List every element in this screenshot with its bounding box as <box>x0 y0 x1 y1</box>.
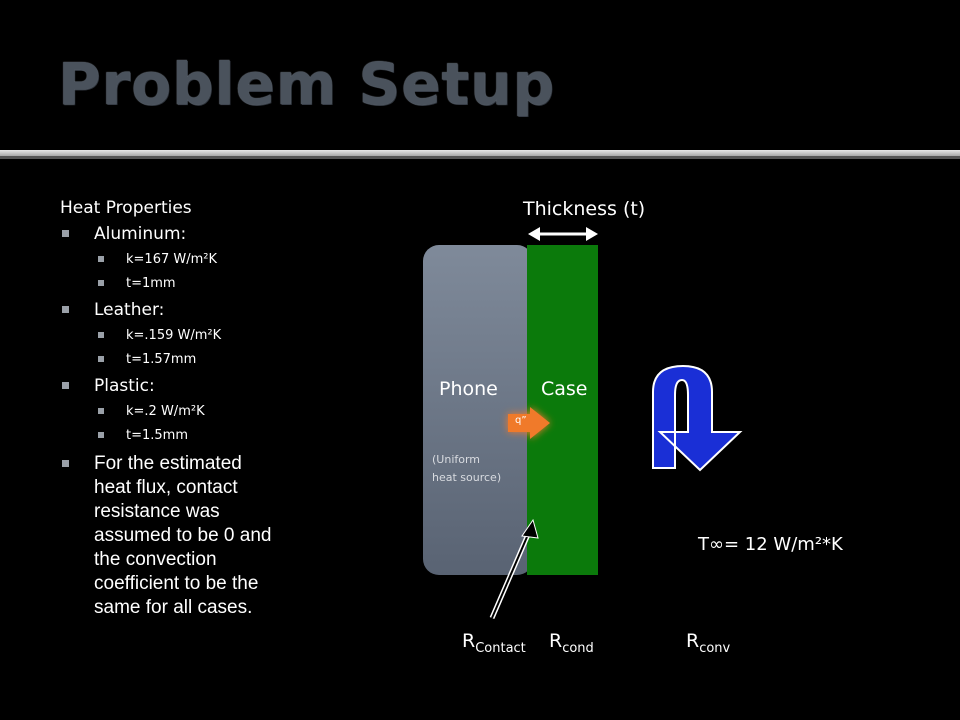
thickness-arrow-icon <box>528 227 598 241</box>
heat-source-label-2: heat source) <box>432 471 502 484</box>
heat-source-label-1: (Uniform <box>432 453 481 466</box>
case-block <box>527 245 598 575</box>
r-contact-label: RContact <box>462 630 526 656</box>
case-label: Case <box>541 378 588 400</box>
property-k: k=167 W/m²K <box>60 252 280 267</box>
bullet-icon <box>98 256 104 262</box>
property-k: k=.2 W/m²K <box>60 404 280 419</box>
property-value: k=.2 W/m²K <box>126 404 205 419</box>
heat-properties-list: Heat Properties Aluminum: k=167 W/m²K t=… <box>60 198 280 620</box>
bullet-icon <box>98 408 104 414</box>
property-value: t=1mm <box>126 276 176 291</box>
title-divider <box>0 150 960 156</box>
bullet-icon <box>62 230 69 237</box>
bullet-icon <box>98 432 104 438</box>
note-text: For the estimated heat flux, contact res… <box>94 453 272 618</box>
material-leather: Leather: <box>60 300 280 320</box>
bullet-icon <box>62 306 69 313</box>
heat-flux-arrow-icon <box>508 407 550 439</box>
material-aluminum: Aluminum: <box>60 224 280 244</box>
heat-properties-heading: Heat Properties <box>60 198 192 218</box>
bullet-icon <box>62 382 69 389</box>
r-cond-label: Rcond <box>549 630 594 656</box>
material-name: Aluminum: <box>94 224 187 244</box>
title-bar: Problem Setup <box>0 0 960 150</box>
property-t: t=1mm <box>60 276 280 291</box>
ambient-coefficient-label: T∞= 12 W/m²*K <box>698 534 843 555</box>
assumption-note: For the estimated heat flux, contact res… <box>60 452 280 620</box>
property-value: k=.159 W/m²K <box>126 328 222 343</box>
property-k: k=.159 W/m²K <box>60 328 280 343</box>
heat-flux-label: q” <box>515 415 527 426</box>
r-conv-label: Rconv <box>686 630 731 656</box>
convection-arrow-icon <box>652 364 743 472</box>
property-value: k=167 W/m²K <box>126 252 217 267</box>
title-divider-shadow <box>0 156 960 159</box>
slide-title: Problem Setup <box>58 50 555 118</box>
bullet-icon <box>98 280 104 286</box>
thickness-label: Thickness (t) <box>523 198 646 220</box>
property-t: t=1.57mm <box>60 352 280 367</box>
material-plastic: Plastic: <box>60 376 280 396</box>
property-value: t=1.57mm <box>126 352 197 367</box>
bullet-icon <box>98 332 104 338</box>
phone-label: Phone <box>439 378 498 400</box>
material-name: Plastic: <box>94 376 155 396</box>
property-t: t=1.5mm <box>60 428 280 443</box>
phone-block <box>423 245 533 575</box>
material-name: Leather: <box>94 300 165 320</box>
contact-pointer-arrow-icon <box>489 518 539 619</box>
bullet-icon <box>98 356 104 362</box>
property-value: t=1.5mm <box>126 428 188 443</box>
bullet-icon <box>62 460 69 467</box>
